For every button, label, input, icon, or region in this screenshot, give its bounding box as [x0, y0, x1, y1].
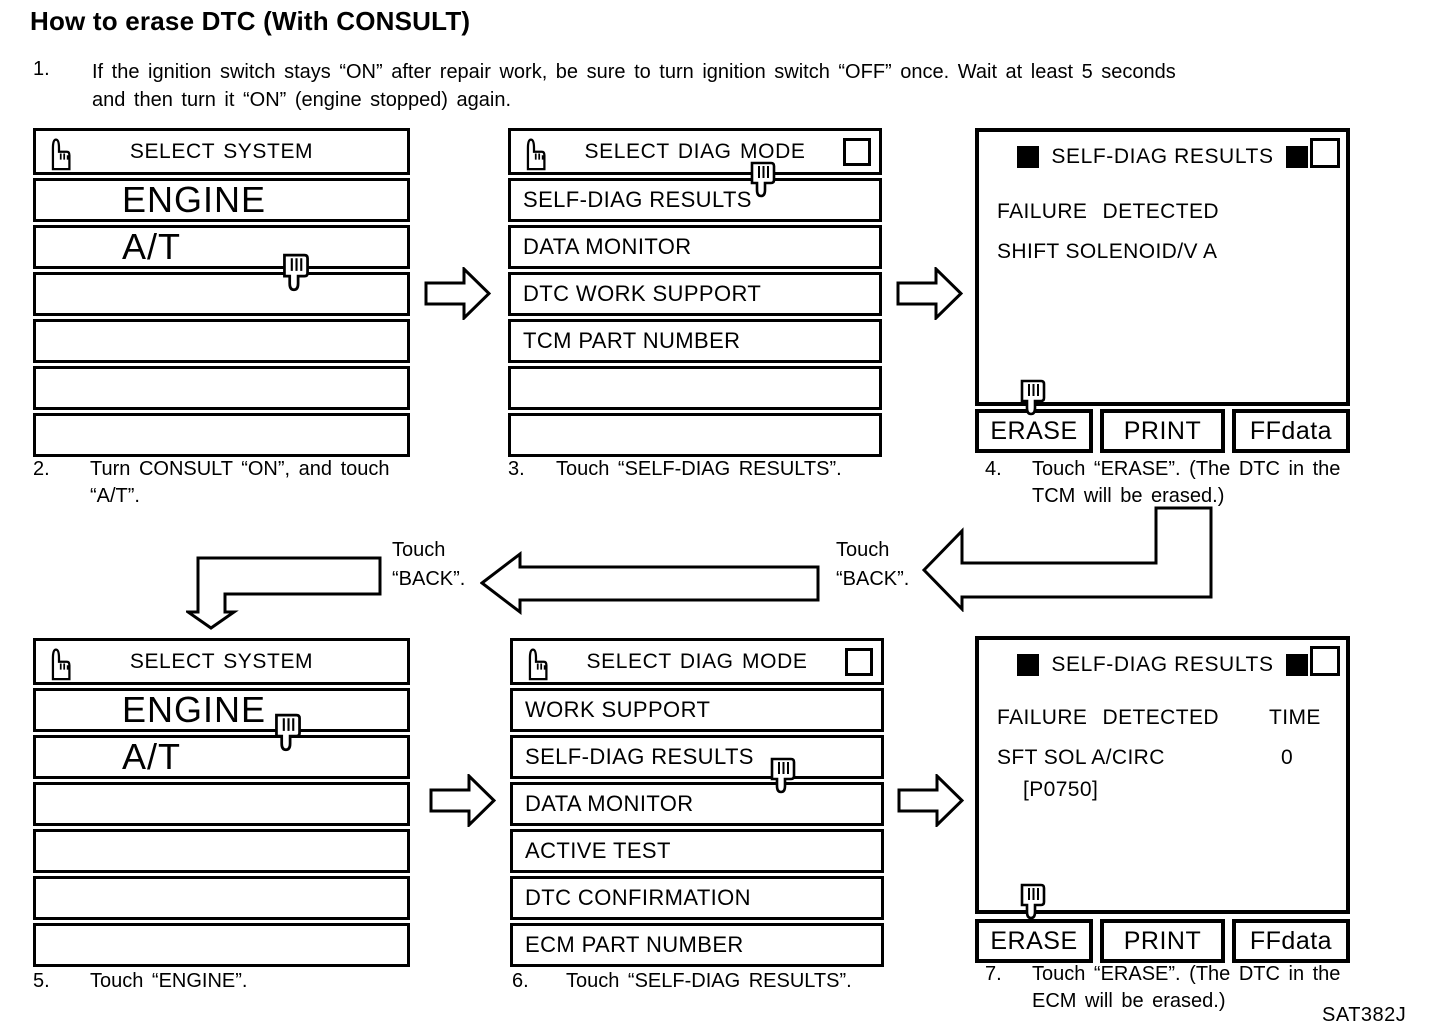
touch-pointer-icon: [275, 713, 301, 752]
step1-number: 1.: [33, 58, 50, 80]
screen-title-bar: SELECT DIAG MODE: [508, 128, 882, 175]
flow-arrow-left-icon: [480, 550, 820, 616]
failure-detected-label: FAILURE DETECTED: [997, 706, 1219, 729]
black-square-icon: [1285, 146, 1308, 168]
menu-item-empty: [33, 829, 410, 873]
step5-number: 5.: [33, 970, 50, 992]
figure-code: SAT382J: [1322, 1004, 1407, 1026]
menu-item-empty: [508, 413, 882, 457]
menu-item-engine[interactable]: ENGINE: [33, 688, 410, 732]
menu-item-at[interactable]: A/T: [33, 225, 410, 269]
step3-number: 3.: [508, 458, 525, 480]
touch-hand-up-icon: [51, 648, 71, 681]
consult-screen-self-diag-results-2: SELF-DIAG RESULTS FAILURE DETECTED TIME …: [975, 636, 1350, 914]
consult-screen-select-system-2: SELECT SYSTEM ENGINE A/T: [33, 638, 410, 967]
flow-arrow-turn-down-icon: [186, 556, 382, 630]
flow-arrow-right-icon: [429, 774, 496, 827]
touch-pointer-icon: [770, 757, 796, 794]
menu-item-empty: [33, 876, 410, 920]
step2-number: 2.: [33, 458, 50, 480]
black-square-icon: [1017, 654, 1040, 676]
menu-item-data-monitor[interactable]: DATA MONITOR: [508, 225, 882, 269]
touch-pointer-icon: [750, 161, 776, 198]
touch-back-label: Touch “BACK”.: [836, 539, 910, 590]
touch-pointer-icon: [1020, 379, 1046, 416]
black-square-icon: [1285, 654, 1308, 676]
page-title: How to erase DTC (With CONSULT): [30, 6, 471, 36]
touch-hand-up-icon: [51, 138, 71, 171]
menu-item-empty: [508, 366, 882, 410]
menu-item-engine[interactable]: ENGINE: [33, 178, 410, 222]
screen-title: SELF-DIAG RESULTS: [1051, 653, 1274, 676]
consult-screen-select-system-1: SELECT SYSTEM ENGINE A/T: [33, 128, 410, 457]
menu-item-self-diag-results[interactable]: SELF-DIAG RESULTS: [510, 735, 884, 779]
screen-title: SELECT SYSTEM: [129, 649, 314, 673]
step5-text: Touch “ENGINE”.: [90, 970, 248, 992]
menu-item-dtc-confirmation[interactable]: DTC CONFIRMATION: [510, 876, 884, 920]
menu-item-self-diag-results[interactable]: SELF-DIAG RESULTS: [508, 178, 882, 222]
step4-number: 4.: [985, 458, 1002, 480]
menu-item-ecm-part-number[interactable]: ECM PART NUMBER: [510, 923, 884, 967]
dtc-name-label: SFT SOL A/CIRC: [997, 746, 1165, 769]
screen-title: SELECT SYSTEM: [129, 139, 314, 163]
erase-button[interactable]: ERASE: [975, 919, 1093, 963]
flow-arrow-right-icon: [897, 774, 964, 827]
touch-hand-up-icon: [528, 648, 548, 681]
consult-screen-select-diag-mode-1: SELECT DIAG MODE SELF-DIAG RESULTS DATA …: [508, 128, 882, 457]
header-square-button[interactable]: [843, 138, 871, 166]
step7-number: 7.: [985, 963, 1002, 985]
menu-item-dtc-work-support[interactable]: DTC WORK SUPPORT: [508, 272, 882, 316]
menu-item-tcm-part-number[interactable]: TCM PART NUMBER: [508, 319, 882, 363]
ffdata-button[interactable]: FFdata: [1232, 409, 1350, 453]
flow-arrow-down-left-icon: [922, 506, 1213, 612]
screen-title-bar: SELECT SYSTEM: [33, 638, 410, 685]
menu-item-active-test[interactable]: ACTIVE TEST: [510, 829, 884, 873]
screen-title-bar: SELECT DIAG MODE: [510, 638, 884, 685]
screen-title-bar: SELF-DIAG RESULTS: [979, 653, 1346, 677]
screen-title-bar: SELF-DIAG RESULTS: [979, 145, 1346, 169]
menu-item-empty: [33, 319, 410, 363]
step6-number: 6.: [512, 970, 529, 992]
screen-title: SELECT DIAG MODE: [586, 649, 808, 673]
screen-title-bar: SELECT SYSTEM: [33, 128, 410, 175]
dtc-time-value: 0: [1281, 746, 1294, 769]
screen-title: SELECT DIAG MODE: [584, 139, 806, 163]
touch-hand-up-icon: [526, 138, 546, 171]
menu-item-empty: [33, 923, 410, 967]
touch-pointer-icon: [283, 253, 309, 292]
menu-item-empty: [33, 413, 410, 457]
consult-screen-self-diag-results-1: SELF-DIAG RESULTS FAILURE DETECTED SHIFT…: [975, 128, 1350, 406]
screen-title: SELF-DIAG RESULTS: [1051, 145, 1274, 168]
header-square-button[interactable]: [845, 648, 873, 676]
menu-item-data-monitor[interactable]: DATA MONITOR: [510, 782, 884, 826]
black-square-icon: [1017, 146, 1040, 168]
time-column-label: TIME: [1269, 706, 1321, 729]
header-square-button[interactable]: [1310, 138, 1340, 168]
failure-detected-label: FAILURE DETECTED: [997, 200, 1219, 223]
dtc-code-label: [P0750]: [1023, 778, 1099, 801]
step6-text: Touch “SELF-DIAG RESULTS”.: [566, 970, 852, 992]
print-button[interactable]: PRINT: [1100, 919, 1225, 963]
menu-item-empty: [33, 366, 410, 410]
step7-text: Touch “ERASE”. (The DTC in the ECM will …: [1032, 963, 1341, 1012]
touch-back-label: Touch “BACK”.: [392, 539, 466, 590]
consult-screen-select-diag-mode-2: SELECT DIAG MODE WORK SUPPORT SELF-DIAG …: [510, 638, 884, 967]
step3-text: Touch “SELF-DIAG RESULTS”.: [556, 458, 842, 480]
flow-arrow-right-icon: [896, 267, 963, 320]
step4-text: Touch “ERASE”. (The DTC in the TCM will …: [1032, 458, 1341, 507]
touch-pointer-icon: [1020, 883, 1046, 920]
menu-item-empty: [33, 782, 410, 826]
erase-button[interactable]: ERASE: [975, 409, 1093, 453]
dtc-name-label: SHIFT SOLENOID/V A: [997, 240, 1218, 263]
menu-item-work-support[interactable]: WORK SUPPORT: [510, 688, 884, 732]
header-square-button[interactable]: [1310, 646, 1340, 676]
step2-text: Turn CONSULT “ON”, and touch “A/T”.: [90, 458, 390, 507]
menu-item-at[interactable]: A/T: [33, 735, 410, 779]
flow-arrow-right-icon: [424, 267, 491, 320]
print-button[interactable]: PRINT: [1100, 409, 1225, 453]
menu-item-empty: [33, 272, 410, 316]
ffdata-button[interactable]: FFdata: [1232, 919, 1350, 963]
step1-text: If the ignition switch stays “ON” after …: [92, 61, 1176, 111]
